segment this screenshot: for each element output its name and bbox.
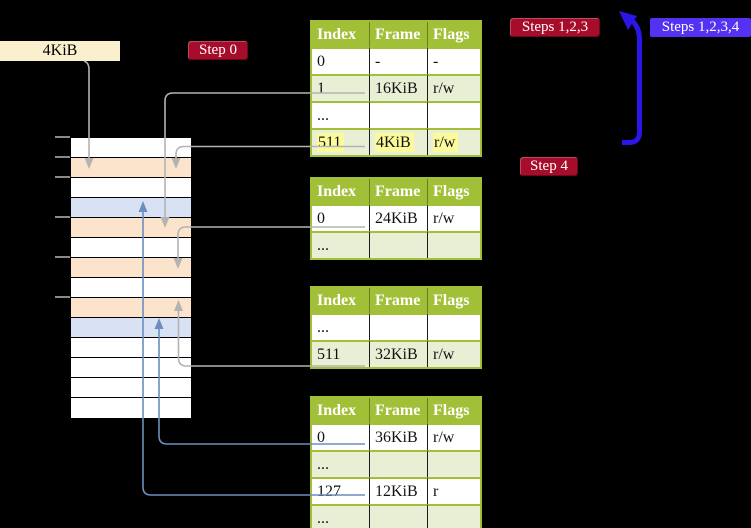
memory-row xyxy=(71,238,191,258)
column-header: Index xyxy=(312,22,369,47)
memory-row xyxy=(71,298,191,318)
memory-row xyxy=(71,178,191,198)
table-row: ... xyxy=(312,450,480,477)
table-cell: 0 xyxy=(312,423,369,450)
table-cell: - xyxy=(369,47,427,74)
table-cell: - xyxy=(427,47,480,74)
steps-123-badge: Steps 1,2,3 xyxy=(510,18,600,37)
memory-row xyxy=(71,258,191,278)
column-header: Index xyxy=(312,398,369,423)
memory-row xyxy=(71,158,191,178)
table-cell xyxy=(369,504,427,528)
table-cell: 127 xyxy=(312,477,369,504)
table-cell xyxy=(369,101,427,128)
column-header: Frame xyxy=(369,179,427,204)
table-cell: ... xyxy=(312,101,369,128)
table-cell xyxy=(369,313,427,340)
table-cell: 1 xyxy=(312,74,369,101)
step-4-badge: Step 4 xyxy=(520,157,578,176)
table-cell: 511 xyxy=(312,340,369,367)
table-cell: 4KiB xyxy=(369,128,427,155)
memory-row xyxy=(71,218,191,238)
table-cell: r/w xyxy=(427,74,480,101)
table-cell xyxy=(369,450,427,477)
table-cell: r/w xyxy=(427,340,480,367)
memory-row xyxy=(71,278,191,298)
memory-row xyxy=(71,318,191,338)
table-cell: 16KiB xyxy=(369,74,427,101)
column-header: Flags xyxy=(427,179,480,204)
table-row: ... xyxy=(312,101,480,128)
table-cell: r/w xyxy=(427,204,480,231)
column-header: Flags xyxy=(427,398,480,423)
table-cell: 0 xyxy=(312,204,369,231)
memory-row xyxy=(71,398,191,418)
table-cell: ... xyxy=(312,450,369,477)
column-header: Frame xyxy=(369,288,427,313)
memory-row xyxy=(71,198,191,218)
table-cell: r/w xyxy=(427,128,480,155)
table-cell: ... xyxy=(312,504,369,528)
table-row: ... xyxy=(312,504,480,528)
physical-memory-strip xyxy=(70,137,192,419)
table-cell xyxy=(427,101,480,128)
table-cell: 511 xyxy=(312,128,369,155)
table-cell: ... xyxy=(312,313,369,340)
steps-1234-badge: Steps 1,2,3,4 xyxy=(650,18,751,37)
table-cell xyxy=(427,313,480,340)
column-header: Flags xyxy=(427,22,480,47)
memory-row xyxy=(71,378,191,398)
column-header: Index xyxy=(312,179,369,204)
table-cell: 32KiB xyxy=(369,340,427,367)
table-cell xyxy=(427,231,480,258)
table-cell: r/w xyxy=(427,423,480,450)
column-header: Index xyxy=(312,288,369,313)
column-header: Flags xyxy=(427,288,480,313)
page-size-label: 4KiB xyxy=(0,41,120,61)
table-row: 0-- xyxy=(312,47,480,74)
memory-row xyxy=(71,138,191,158)
table-cell: ... xyxy=(312,231,369,258)
table-cell: 12KiB xyxy=(369,477,427,504)
table-cell: r xyxy=(427,477,480,504)
memory-row xyxy=(71,358,191,378)
memory-tick-marks xyxy=(55,136,70,298)
memory-row xyxy=(71,338,191,358)
column-header: Frame xyxy=(369,22,427,47)
table-cell: 24KiB xyxy=(369,204,427,231)
table-cell xyxy=(369,231,427,258)
table-row: ... xyxy=(312,313,480,340)
table-cell: 0 xyxy=(312,47,369,74)
table-cell xyxy=(427,504,480,528)
recursive-loop-arrow-icon xyxy=(619,11,642,145)
table-cell: 36KiB xyxy=(369,423,427,450)
column-header: Frame xyxy=(369,398,427,423)
step-0-badge: Step 0 xyxy=(188,41,248,60)
table-row: ... xyxy=(312,231,480,258)
table-cell xyxy=(427,450,480,477)
